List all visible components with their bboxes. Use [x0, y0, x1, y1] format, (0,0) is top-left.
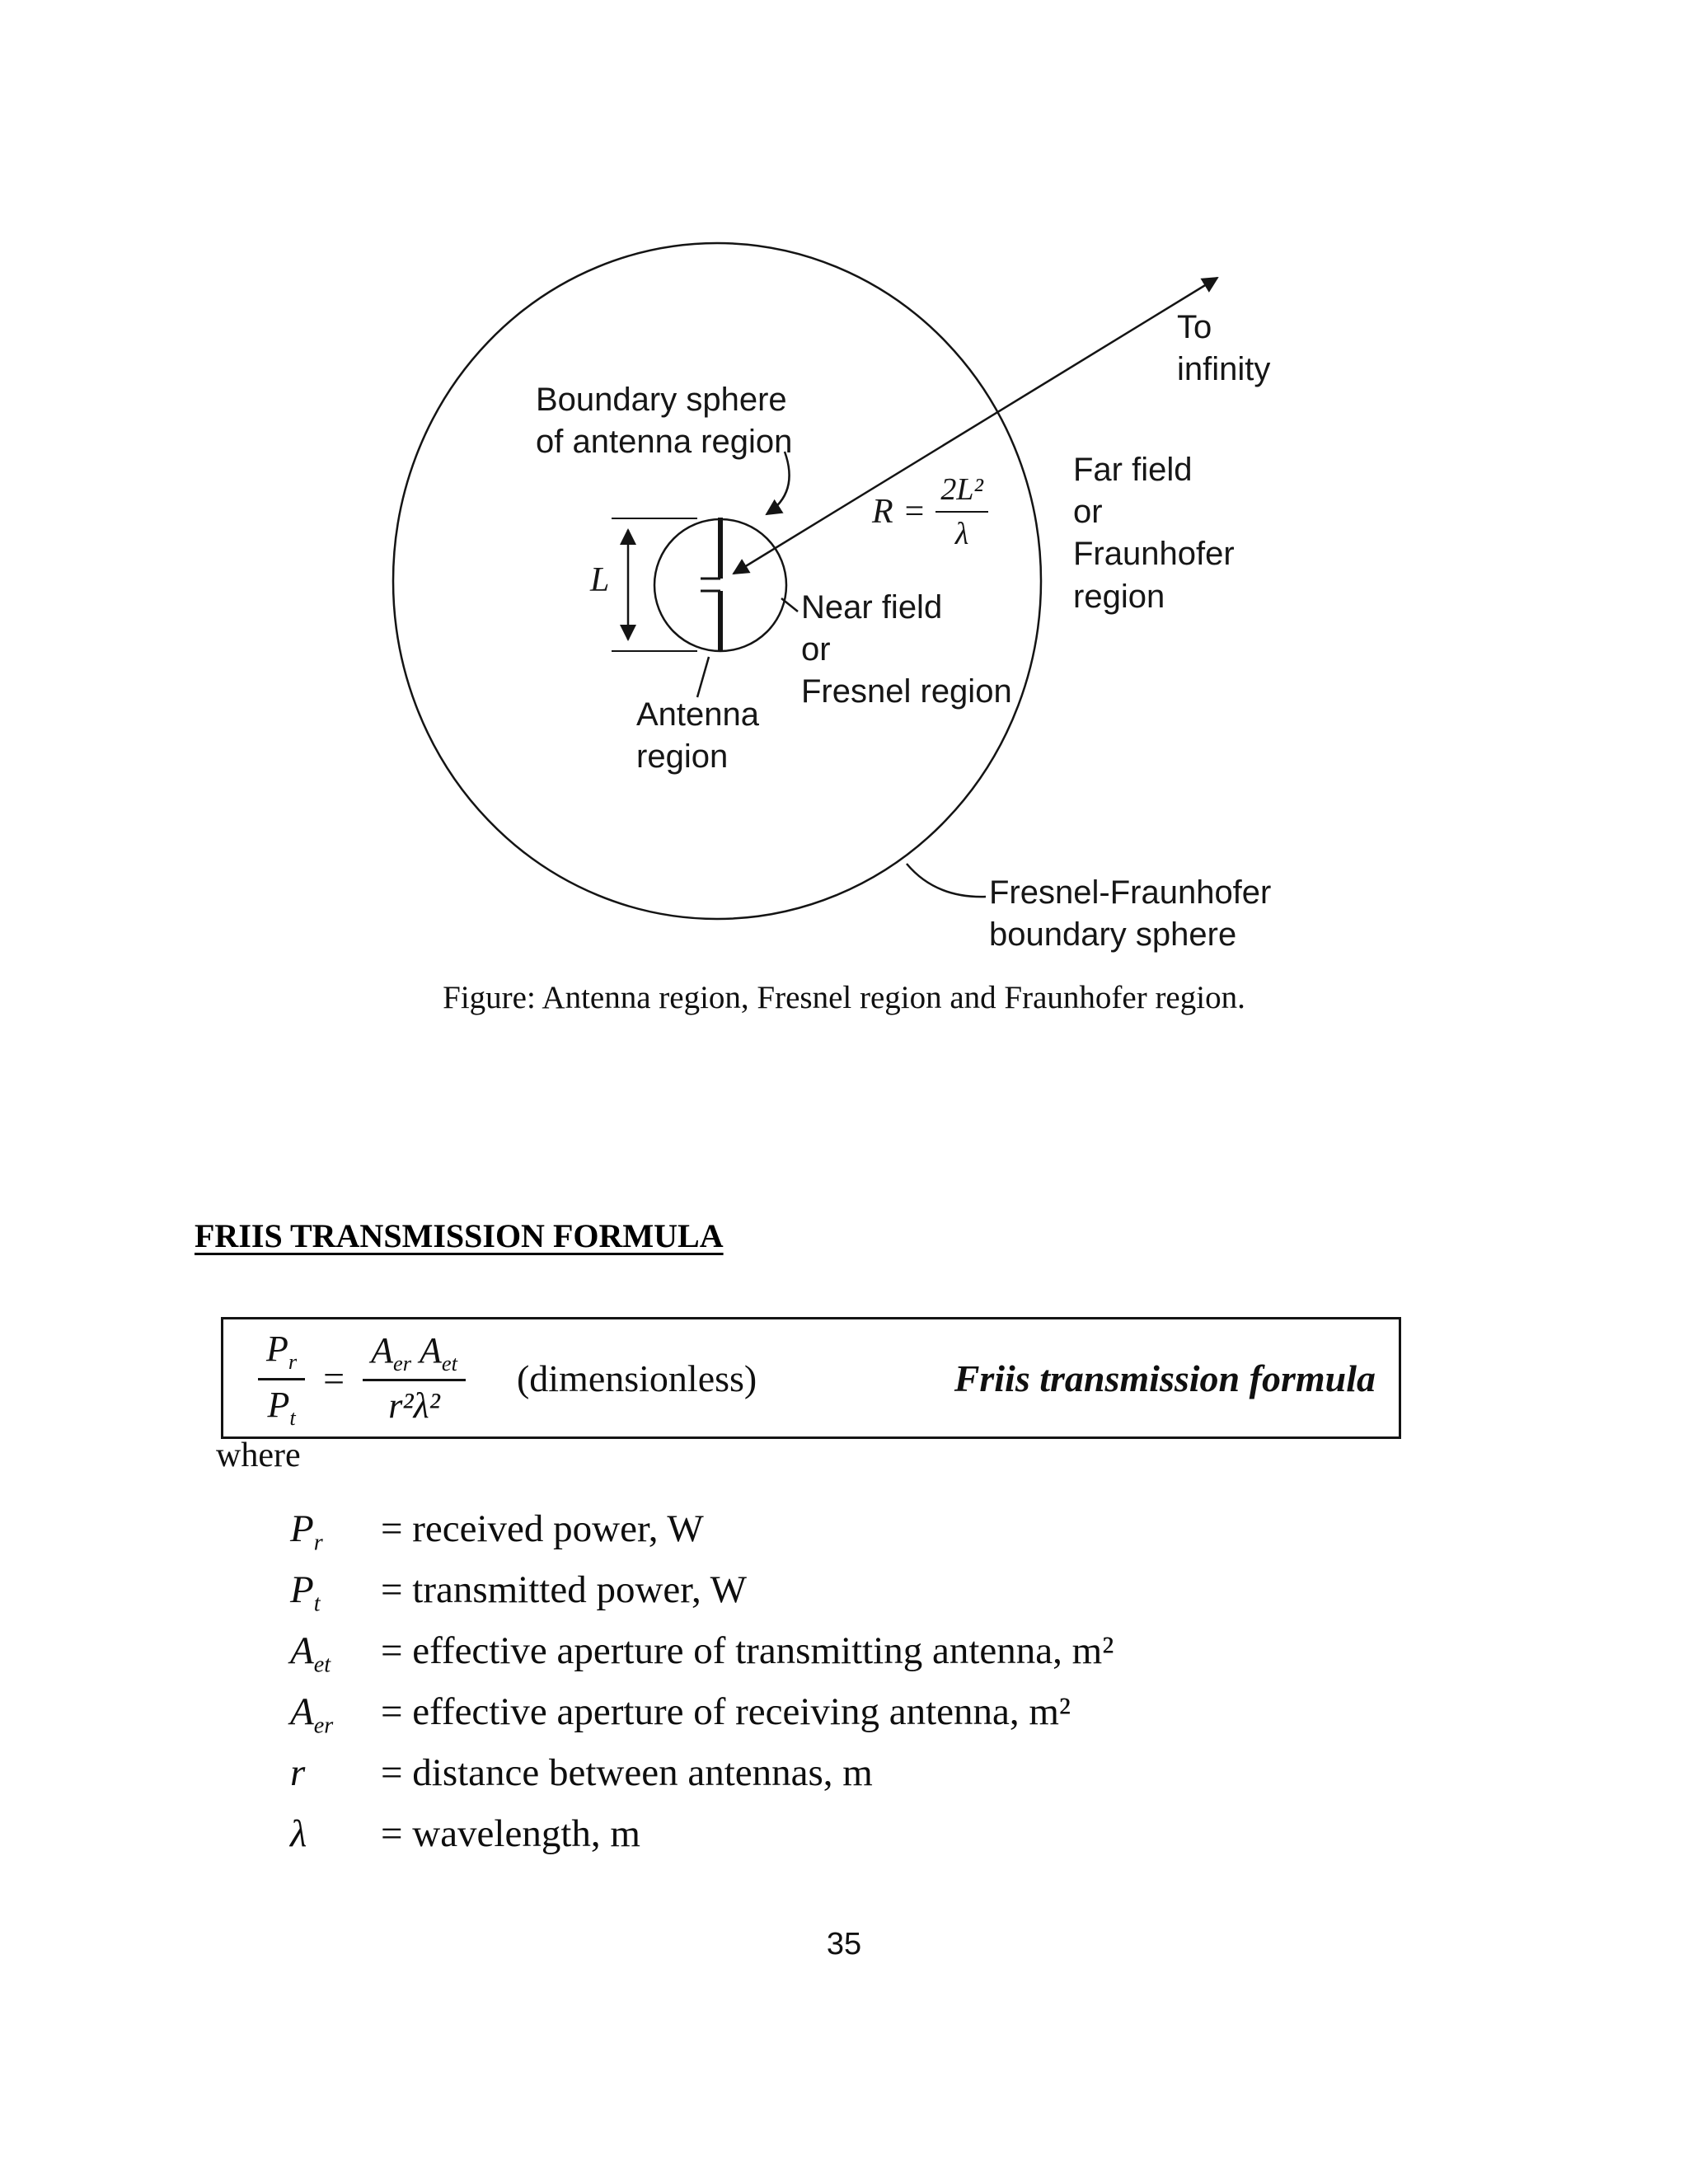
aer-subscript: er	[393, 1350, 411, 1376]
symbol-pt: Pt	[290, 1568, 381, 1616]
symbol-base: A	[290, 1629, 314, 1672]
aer-symbol: A	[371, 1329, 394, 1371]
definition-text: = effective aperture of transmitting ant…	[381, 1629, 1114, 1672]
symbol-sub: t	[313, 1591, 321, 1617]
symbol-base: λ	[290, 1812, 307, 1855]
boundary-sphere-label: Boundary sphere of antenna region	[536, 379, 792, 463]
symbol-sub: r	[313, 1530, 323, 1556]
near-field-label-line2: or	[801, 631, 831, 668]
symbol-aet: Aet	[290, 1629, 381, 1677]
r-symbol: R	[872, 493, 893, 531]
definitions-list: Pr = received power, W Pt = transmitted …	[290, 1507, 1114, 1872]
friis-equals-sign: =	[323, 1357, 345, 1399]
symbol-r: r	[290, 1750, 381, 1799]
to-infinity-label: To infinity	[1177, 307, 1270, 391]
definition-row-pr: Pr = received power, W	[290, 1507, 1114, 1568]
symbol-base: P	[290, 1507, 314, 1550]
symbol-lambda: λ	[290, 1811, 381, 1860]
friis-section-heading: FRIIS TRANSMISSION FORMULA	[195, 1217, 724, 1254]
near-field-label-line3: Fresnel region	[801, 673, 1012, 710]
pr-symbol: P	[266, 1329, 288, 1370]
l-dimension-lines	[612, 518, 697, 652]
definition-text: = effective aperture of receiving antenn…	[381, 1690, 1071, 1733]
definition-row-aer: Aer = effective aperture of receiving an…	[290, 1690, 1114, 1750]
to-infinity-label-line2: infinity	[1177, 351, 1271, 388]
formula-name: Friis transmission formula	[954, 1357, 1376, 1399]
page-number: 35	[826, 1927, 862, 1961]
far-field-label-line3: Fraunhofer	[1073, 536, 1235, 573]
near-field-label: Near field or Fresnel region	[801, 587, 1012, 714]
symbol-sub: et	[313, 1652, 331, 1678]
friis-lhs-denominator: Pt	[267, 1380, 295, 1428]
definition-text: = transmitted power, W	[381, 1568, 748, 1611]
antenna-boundary-circle	[653, 518, 788, 653]
antenna-region-label-line1: Antenna	[636, 696, 760, 733]
r-formula-numerator: 2L²	[935, 471, 988, 513]
pt-symbol: P	[267, 1384, 290, 1425]
dimensionless-note: (dimensionless)	[516, 1357, 757, 1399]
fresnel-fraunhofer-boundary-circle	[392, 241, 1043, 921]
definition-text: = distance between antennas, m	[381, 1751, 873, 1794]
to-infinity-label-line1: To	[1177, 309, 1212, 345]
far-field-label-line2: or	[1073, 494, 1103, 531]
dipole-antenna-icon	[701, 518, 723, 652]
antenna-region-label: Antenna region	[636, 694, 759, 778]
definition-text: = received power, W	[381, 1507, 704, 1550]
r-formula-fraction: 2L² λ	[935, 471, 988, 552]
symbol-aer: Aer	[290, 1690, 381, 1738]
figure-caption: Figure: Antenna region, Fresnel region a…	[443, 980, 1245, 1015]
friis-rhs-denominator: r²λ²	[388, 1385, 440, 1427]
definition-row-r: r = distance between antennas, m	[290, 1750, 1114, 1811]
symbol-sub: er	[313, 1713, 334, 1739]
symbol-base: P	[290, 1568, 314, 1611]
l-length-label: L	[590, 561, 610, 599]
definition-row-aet: Aet = effective aperture of transmitting…	[290, 1629, 1114, 1690]
near-field-pointer-line	[781, 598, 799, 612]
fresnel-fraunhofer-label-line1: Fresnel-Fraunhofer	[989, 874, 1272, 911]
r-formula-denominator: λ	[954, 517, 969, 551]
fresnel-fraunhofer-label: Fresnel-Fraunhofer boundary sphere	[989, 872, 1271, 956]
boundary-sphere-label-line1: Boundary sphere	[536, 382, 787, 418]
pt-subscript: t	[289, 1404, 296, 1430]
aet-symbol: A	[420, 1329, 442, 1371]
friis-lhs-fraction: Pr Pt	[258, 1328, 306, 1428]
definition-row-lambda: λ = wavelength, m	[290, 1811, 1114, 1872]
symbol-pr: Pr	[290, 1507, 381, 1555]
near-field-label-line1: Near field	[801, 589, 943, 626]
antenna-region-label-line2: region	[636, 738, 729, 776]
fresnel-label-pointer-line	[906, 863, 987, 898]
equals-sign: =	[904, 493, 925, 531]
aet-subscript: et	[441, 1350, 457, 1376]
r-boundary-formula: R = 2L² λ	[872, 471, 988, 552]
far-field-label: Far field or Fraunhofer region	[1073, 449, 1235, 618]
pr-subscript: r	[288, 1349, 298, 1375]
symbol-base: r	[290, 1751, 306, 1794]
friis-lhs-numerator: Pr	[258, 1328, 306, 1380]
symbol-base: A	[290, 1690, 314, 1733]
far-field-label-line4: region	[1073, 578, 1165, 615]
fresnel-fraunhofer-label-line2: boundary sphere	[989, 916, 1237, 954]
where-label: where	[216, 1436, 301, 1474]
definition-row-pt: Pt = transmitted power, W	[290, 1568, 1114, 1629]
boundary-sphere-label-line2: of antenna region	[536, 424, 793, 461]
far-field-label-line1: Far field	[1073, 452, 1193, 488]
definition-text: = wavelength, m	[381, 1812, 640, 1855]
antenna-region-pointer-line	[696, 656, 710, 698]
